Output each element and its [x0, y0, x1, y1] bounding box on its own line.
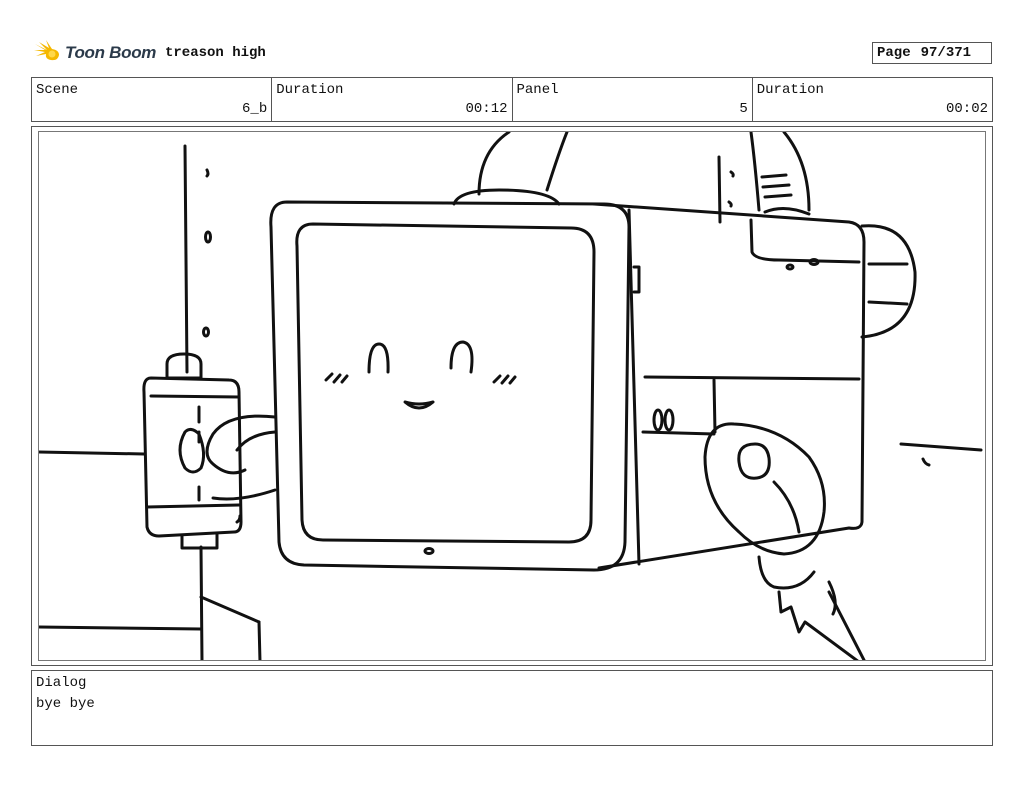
panel-sketch-illustration: [39, 132, 983, 660]
page-indicator: Page 97/371: [872, 42, 992, 64]
scene-value: 6_b: [242, 101, 268, 117]
panel-duration-label: Duration: [756, 82, 824, 98]
logo-text: Toon Boom: [65, 43, 157, 62]
toon-boom-logo: Toon Boom: [33, 38, 159, 68]
scene-duration-value: 00:12: [465, 101, 508, 117]
scene-duration-cell: Duration 00:12: [272, 78, 513, 121]
storyboard-panel: [31, 126, 993, 666]
panel-label: Panel: [516, 82, 559, 98]
dialog-text: bye bye: [36, 696, 95, 712]
dialog-label: Dialog: [36, 675, 87, 691]
scene-cell: Scene 6_b: [32, 78, 273, 121]
dialog-box: Dialog bye bye: [31, 670, 993, 746]
scene-info-row: Scene 6_b Duration 00:12 Panel 5 Duratio…: [31, 77, 993, 122]
page-label: Page: [877, 45, 911, 61]
scene-duration-label: Duration: [276, 82, 344, 98]
page-value: 97/371: [920, 45, 972, 61]
logo-star-icon: [34, 40, 59, 61]
project-title: treason high: [165, 45, 266, 61]
scene-label: Scene: [36, 82, 79, 98]
panel-value: 5: [739, 101, 748, 117]
panel-duration-cell: Duration 00:02: [753, 78, 992, 121]
panel-duration-value: 00:02: [945, 101, 988, 117]
panel-drawing-area: [38, 131, 986, 661]
panel-cell: Panel 5: [513, 78, 753, 121]
